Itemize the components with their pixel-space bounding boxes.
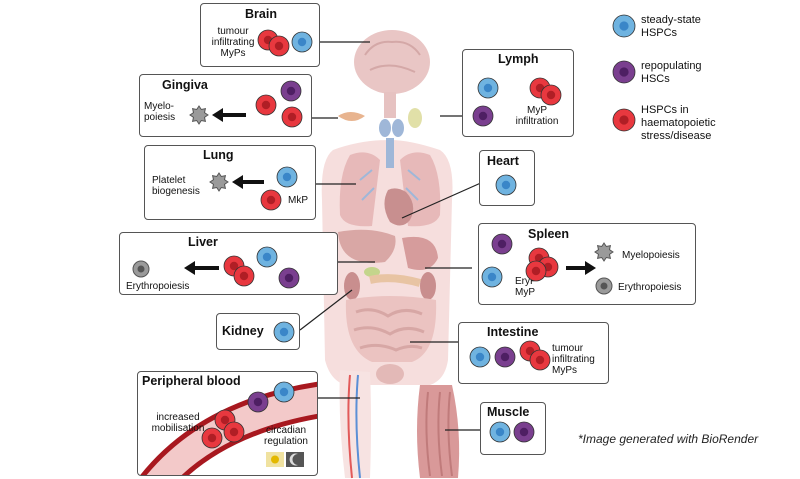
kidney-title: Kidney [222,324,264,338]
steady-state-cell [291,31,313,53]
brain-title: Brain [245,7,277,21]
brainstem [384,92,396,118]
myeloid-cell-icon [189,105,209,125]
intestine-title: Intestine [487,325,539,339]
steady-state-cell [477,77,499,99]
pancreas [369,274,422,287]
repopulating-cell [280,80,302,102]
stress-cell [260,189,282,211]
lung-label: Platelet biogenesis [152,175,200,197]
megakaryocyte-icon [209,172,229,192]
stress-cell [255,94,277,116]
biorender-footnote: *Image generated with BioRender [578,432,759,446]
gingiva-label: Myelo- poiesis [144,101,176,123]
liver-label: Erythropoiesis [126,281,190,292]
lymph-title: Lymph [498,52,539,66]
repopulating-cell [472,105,494,127]
spleen-organ [402,236,438,271]
spleen-erythroid-icon [595,277,613,295]
spleen-myeloid-icon [594,242,614,262]
steady-state-cell [469,346,491,368]
stress-cell [540,84,562,106]
gingiva-organ [338,112,365,121]
steady-state-cell [273,321,295,343]
spleen-title: Spleen [528,227,569,241]
peripheral-blood-title: Peripheral blood [142,374,241,388]
steady-state-cell [273,381,295,403]
steady-state-cell [495,174,517,196]
stress-cell [612,108,636,132]
stress-cell [233,265,255,287]
differentiation-arrow [566,261,596,275]
lymph-node [408,108,422,128]
erythroid-cell-icon [132,260,150,278]
spleen-myelopoiesis-label: Myelopoiesis [622,250,680,261]
legend-steady-label: steady-state HSPCs [641,14,701,39]
connector-lines [299,41,493,431]
mobilisation-label: increased mobilisation [151,412,205,434]
spleen-cell-label: EryP MyP [515,276,537,298]
repopulating-cell [494,346,516,368]
liver-box [119,232,338,295]
brain-folds [364,40,421,73]
repopulating-cell [491,233,513,255]
differentiation-arrow [184,261,219,275]
repopulating-cell [513,421,535,443]
brain-label: tumour infiltrating MyPs [211,26,255,59]
differentiation-arrow [232,175,264,189]
mkp-label: MkP [288,195,308,206]
stress-cell [281,106,303,128]
liver-title: Liver [188,235,218,249]
legend-repop-label: repopulating HSCs [641,60,702,85]
trachea [386,138,394,168]
leg-vessels [339,370,371,478]
thyroid [379,119,391,137]
lymph-label: MyP infiltration [515,105,559,127]
spleen-erythropoiesis-label: Erythropoiesis [618,282,682,293]
steady-state-cell [489,421,511,443]
intestine-label: tumour infiltrating MyPs [552,343,595,376]
circadian-label: circadian regulation [264,425,308,447]
stress-cell [529,349,551,371]
legend-stress-label: HSPCs in haematopoietic stress/disease [641,104,716,142]
differentiation-arrow [212,108,246,122]
steady-state-cell [276,166,298,188]
gingiva-title: Gingiva [162,78,208,92]
muscle-title: Muscle [487,405,530,419]
repopulating-cell [247,391,269,413]
heart-title: Heart [487,154,519,168]
stress-cell [268,35,290,57]
liver-organ [338,229,396,263]
bladder [376,364,404,384]
lung-title: Lung [203,148,234,162]
stress-cell [201,427,223,449]
stress-cell [223,421,245,443]
stress-cell [525,260,547,282]
steady-state-cell [481,266,503,288]
repopulating-cell [612,60,636,84]
repopulating-cell [278,267,300,289]
steady-state-cell [612,14,636,38]
steady-state-cell [256,246,278,268]
